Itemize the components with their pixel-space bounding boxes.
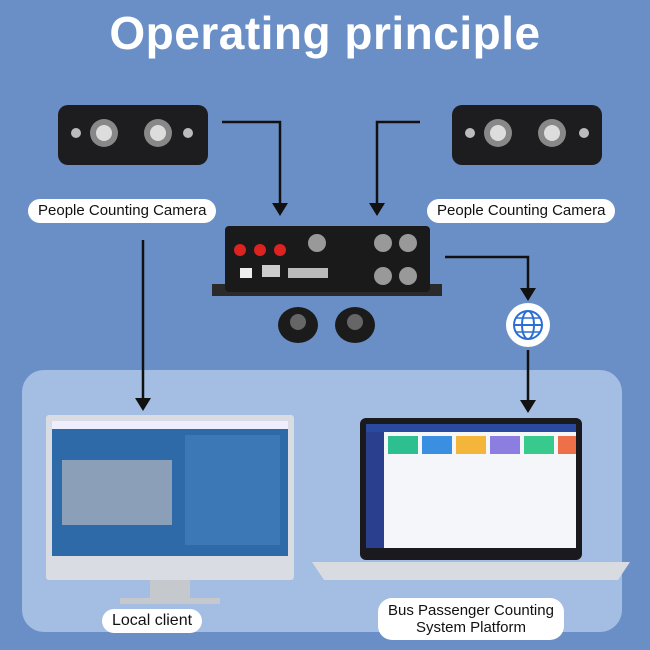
platform-laptop bbox=[312, 418, 630, 580]
platform-label-line2: System Platform bbox=[415, 619, 526, 636]
arrow-heads bbox=[135, 203, 536, 413]
local-client-monitor bbox=[46, 415, 294, 604]
left-camera-label: People Counting Camera bbox=[28, 199, 217, 223]
platform-label: Bus Passenger Counting System Platform bbox=[378, 598, 564, 640]
arrows bbox=[141, 120, 530, 402]
left-camera-icon bbox=[58, 105, 208, 165]
platform-label-line1: Bus Passenger Counting bbox=[388, 602, 554, 619]
globe-icon bbox=[506, 303, 550, 347]
page-title: Operating principle bbox=[109, 7, 541, 59]
local-client-label: Local client bbox=[102, 609, 203, 633]
right-camera-label: People Counting Camera bbox=[427, 199, 616, 223]
dome-camera-icon bbox=[278, 307, 375, 343]
right-camera-icon bbox=[452, 105, 602, 165]
mobile-dvr-icon bbox=[212, 226, 442, 296]
